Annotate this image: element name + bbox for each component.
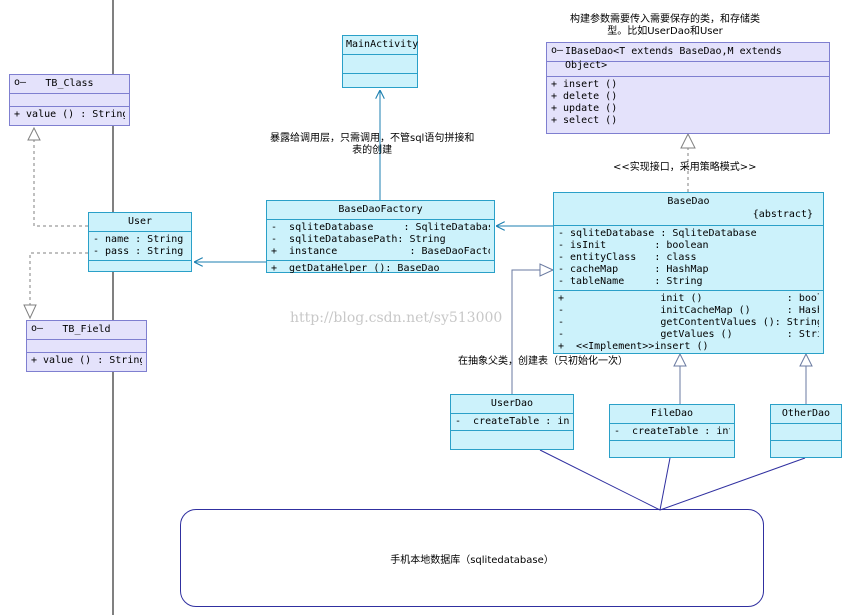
class-name: BaseDaoFactory (338, 204, 423, 215)
class-name: UserDao (490, 398, 534, 409)
class-base-dao[interactable]: BaseDao {abstract} - sqliteDatabase : Sq… (553, 192, 824, 354)
class-name: OtherDao (781, 408, 831, 419)
userdao-to-db (539, 449, 661, 511)
class-other-dao[interactable]: OtherDao (770, 404, 842, 458)
method-row: + <<Implement>>insert () (558, 341, 709, 352)
attribute-row: - name : String (93, 234, 184, 245)
attribute-row: - createTable : int (614, 426, 730, 437)
filedao-to-db (659, 457, 671, 511)
method-row: + value () : String (31, 355, 142, 366)
method-row: - initCacheMap () : HashMap (558, 305, 819, 316)
class-base-dao-factory[interactable]: BaseDaoFactory - sqliteDatabase : Sqlite… (266, 200, 495, 274)
attribute-row: - createTable : int (455, 416, 569, 427)
attribute-row: - cacheMap : HashMap (558, 264, 709, 275)
user-to-tbclass-dep (33, 140, 88, 227)
attribute-row: - tableName : String (558, 276, 703, 287)
class-name: BaseDao (667, 196, 710, 207)
interface-icon: o— (551, 45, 564, 56)
method-row: + insert () (551, 79, 618, 90)
attribute-row: - sqliteDatabase : SqliteDatabase (558, 228, 757, 239)
attribute-row: - isInit : boolean (558, 240, 709, 251)
class-name: IBaseDao<T extends BaseDao,M extends Obj… (565, 46, 782, 71)
otherdao-triangle (799, 352, 813, 367)
class-user-dao[interactable]: UserDao - createTable : int (450, 394, 574, 450)
abstract-stereotype: {abstract} (752, 209, 813, 220)
tbclass-triangle (27, 126, 41, 141)
class-name: User (127, 216, 153, 227)
class-name: TB_Field (62, 324, 111, 335)
database-box[interactable]: 手机本地数据库（sqlitedatabase） (180, 509, 764, 607)
ibasedao-triangle (680, 132, 696, 149)
note-abstract: 在抽象父类，创建表（只初始化一次） (458, 356, 628, 367)
attribute-row: + instance : BaseDaoFactory (271, 246, 490, 257)
attribute-row: - pass : String (93, 246, 184, 257)
method-row: + update () (551, 103, 618, 114)
userdao-to-basedao (511, 269, 540, 394)
note-interface: <<实现接口，采用策略模式>> (613, 162, 757, 173)
method-row: - getValues () : String (558, 329, 819, 340)
attribute-row: - sqliteDatabasePath: String (271, 234, 446, 245)
user-to-tbfield-dep (29, 252, 88, 305)
class-ibase-dao[interactable]: o—IBaseDao<T extends BaseDao,M extends O… (546, 42, 830, 134)
attribute-row: - sqliteDatabase : SqliteDatabase (271, 222, 490, 233)
method-row: + select () (551, 115, 618, 126)
tbfield-triangle (23, 304, 37, 320)
note-ibase: 构建参数需要传入需要保存的类，和存储类 型。比如UserDao和User (570, 14, 760, 37)
method-row: + getDataHelper (): BaseDao (271, 263, 440, 274)
package-icon: o— (14, 77, 27, 88)
note-factory: 暴露给调用层，只需调用，不管sql语句拼接和 表的创建 (270, 133, 475, 156)
package-icon: o— (31, 323, 44, 334)
class-name: TB_Class (45, 78, 94, 89)
filedao-triangle (673, 352, 687, 367)
method-row: + init () : boolean (558, 293, 819, 304)
userdao-triangle (539, 263, 555, 277)
class-name: FileDao (650, 408, 694, 419)
class-main-activity[interactable]: MainActivity (342, 35, 418, 88)
class-name: MainActivity (346, 39, 419, 50)
attribute-row: - entityClass : class (558, 252, 697, 263)
otherdao-to-db (659, 457, 806, 511)
class-tb-field[interactable]: o— TB_Field + value () : String (26, 320, 147, 372)
database-label: 手机本地数据库（sqlitedatabase） (390, 554, 554, 566)
watermark: http://blog.csdn.net/sy513000 (290, 310, 503, 326)
method-row: + delete () (551, 91, 618, 102)
class-file-dao[interactable]: FileDao - createTable : int (609, 404, 735, 458)
class-user[interactable]: User - name : String - pass : String (88, 212, 192, 272)
class-tb-class[interactable]: o— TB_Class + value () : String (9, 74, 130, 126)
method-row: + value () : String (14, 109, 125, 120)
method-row: - getContentValues (): String (558, 317, 819, 328)
